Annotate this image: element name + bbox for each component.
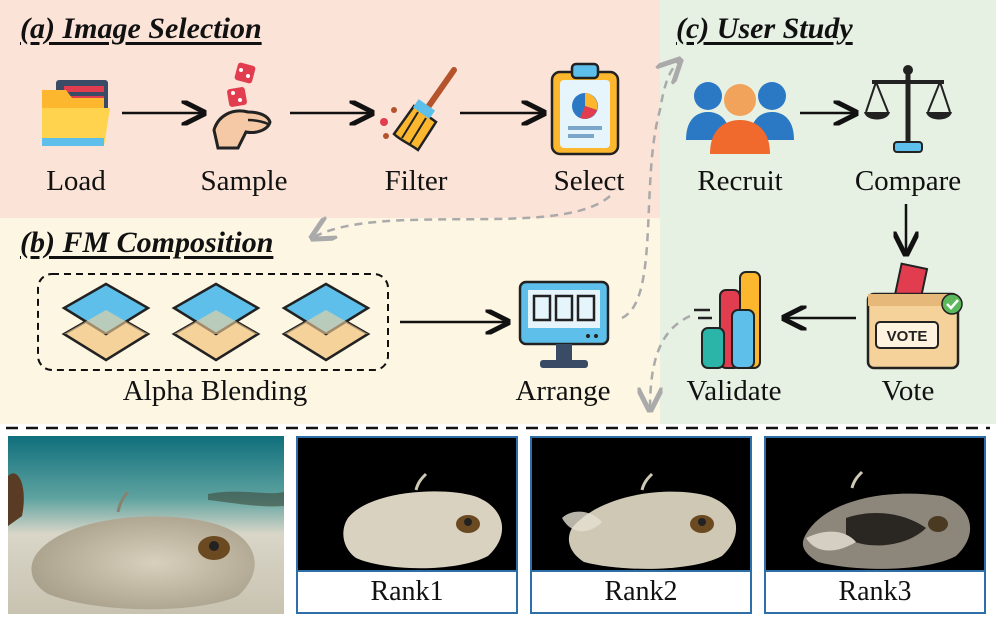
blending-group-box — [37, 273, 389, 371]
dashed-validate-down — [650, 314, 691, 410]
dashed-select-to-composition — [312, 195, 611, 238]
bar-cylinder-chart-icon — [694, 271, 761, 369]
ballot-box-icon: VOTE — [866, 262, 963, 370]
rank1-label: Rank1 — [298, 570, 516, 612]
result-rank2: Rank2 — [530, 436, 752, 614]
vote-badge-text: VOTE — [887, 328, 928, 345]
layer-stack-icon — [61, 282, 151, 362]
step-vote: Vote — [881, 375, 935, 407]
clipboard-chart-icon — [550, 62, 620, 156]
step-load: Load — [46, 165, 106, 197]
rank2-label: Rank2 — [532, 570, 750, 612]
original-underwater-photo — [8, 436, 284, 614]
step-alpha-blending: Alpha Blending — [122, 375, 308, 407]
result-rank3: Rank3 — [764, 436, 986, 614]
dashed-arrange-to-userstudy — [621, 60, 680, 320]
heading-image-selection: (a) Image Selection — [20, 12, 262, 45]
layer-stack-icon — [171, 282, 261, 362]
result-rank1: Rank1 — [296, 436, 518, 614]
panel-image-selection — [0, 0, 660, 218]
people-group-icon — [686, 82, 794, 154]
heading-user-study: (c) User Study — [676, 12, 853, 45]
dice-hand-icon — [212, 62, 272, 150]
rank3-label: Rank3 — [766, 570, 984, 612]
step-validate: Validate — [686, 375, 782, 407]
step-filter: Filter — [384, 165, 448, 197]
step-arrange: Arrange — [515, 375, 611, 407]
folder-icon — [42, 80, 110, 146]
heading-fm-composition: (b) FM Composition — [20, 226, 274, 259]
step-select: Select — [553, 165, 625, 197]
broom-icon — [380, 67, 457, 152]
layer-stack-icon — [281, 282, 371, 362]
balance-scale-icon — [864, 65, 952, 153]
step-sample: Sample — [200, 165, 288, 197]
monitor-grid-icon — [518, 280, 610, 368]
step-recruit: Recruit — [697, 165, 783, 197]
step-compare: Compare — [854, 165, 962, 197]
